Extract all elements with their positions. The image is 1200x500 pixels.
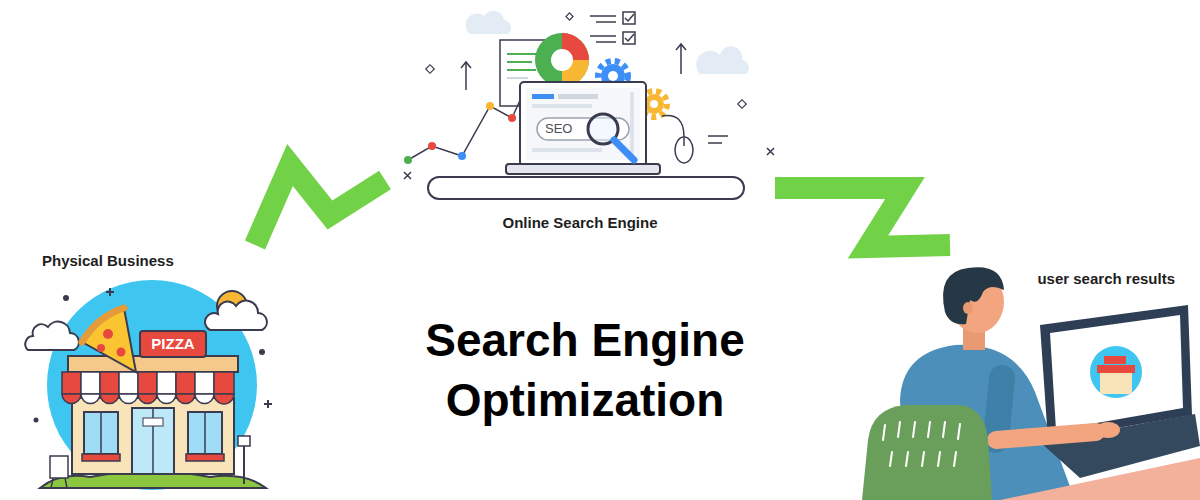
search-bar-text: SEO [545, 120, 583, 138]
illustration-panel: Online Search Engine [385, 0, 775, 240]
zigzag-connector [775, 188, 950, 247]
zigzag-connector [255, 165, 385, 245]
pizza-shop-illustration [25, 280, 272, 490]
user-at-laptop-illustration [862, 267, 1200, 500]
shop-sign-text: PIZZA [140, 331, 206, 357]
panel-caption: Physical Business [42, 252, 174, 270]
diagram-title: Search Engine Optimization [385, 310, 785, 430]
panel-caption: Online Search Engine [502, 214, 657, 232]
illustration-panel: user search results [950, 230, 1195, 498]
seo-laptop-illustration [404, 11, 774, 199]
illustration-panel: Physical Business [20, 245, 320, 495]
panel-caption: user search results [1037, 270, 1175, 288]
